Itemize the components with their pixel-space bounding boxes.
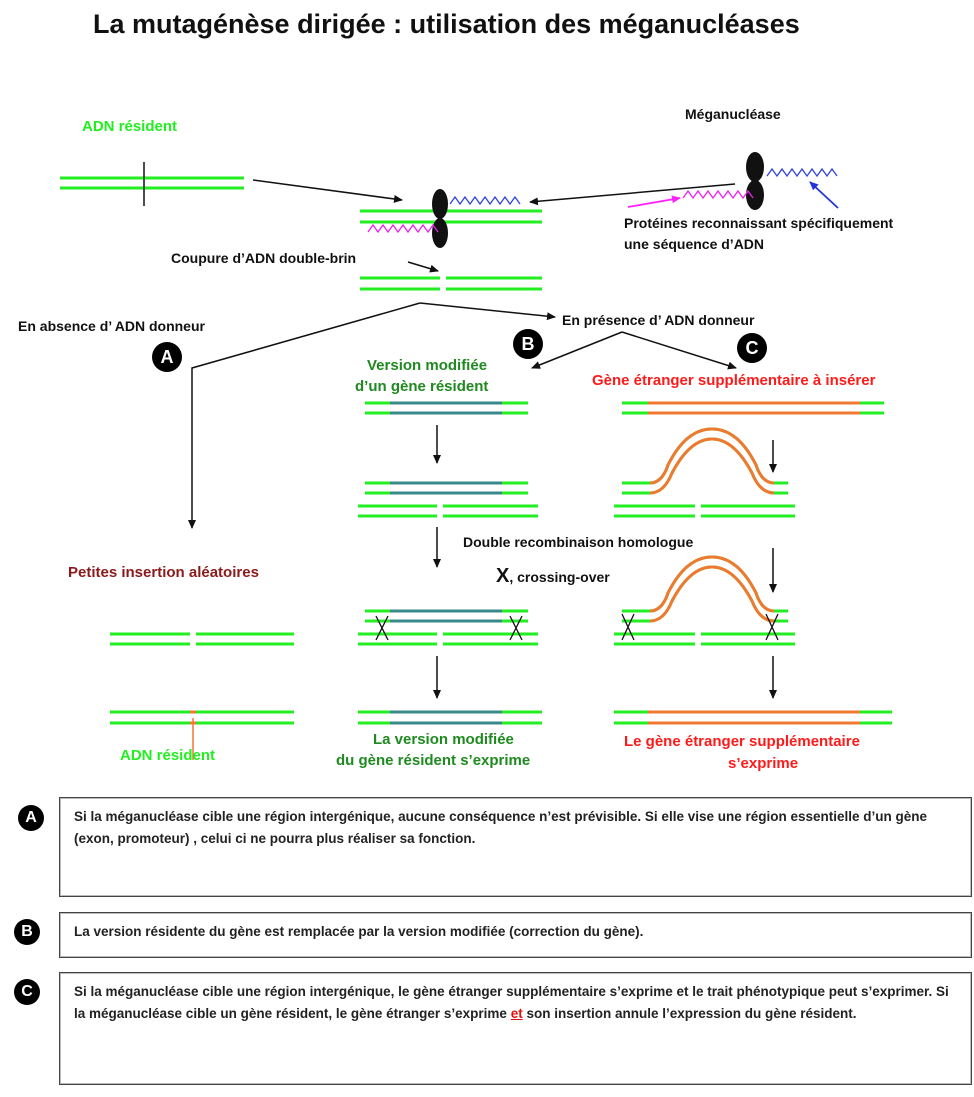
foreign-expressed-label: Le gène étranger supplémentaire: [624, 733, 860, 750]
box-a-badge: A: [18, 805, 44, 831]
explanation-box-a: Si la méganucléase cible une région inte…: [59, 797, 972, 897]
explanation-b-text: La version résidente du gène est remplac…: [74, 924, 644, 939]
arrow-to-cut: [407, 261, 439, 273]
explanation-box-c: Si la méganucléase cible une région inte…: [59, 972, 972, 1085]
explanation-a-text: Si la méganucléase cible une région inte…: [74, 809, 928, 846]
double-recombination-label: Double recombinaison homologue: [463, 534, 694, 550]
box-b-badge: B: [14, 919, 40, 945]
arrow-presence-branch: [419, 302, 556, 321]
arrow-absence-branch: [188, 302, 421, 529]
explanation-c-text-1: Si la méganucléase cible une région inte…: [74, 984, 949, 1021]
meganuclease-label: Méganucléase: [685, 106, 781, 122]
resident-dna-bottom-label: ADN résident: [120, 747, 216, 764]
box-c-badge: C: [14, 979, 40, 1005]
page-title: La mutagénèse dirigée : utilisation des …: [93, 9, 800, 39]
arrow-to-c: [621, 331, 737, 370]
proteins-label-2: une séquence d’ADN: [624, 236, 765, 252]
arrow-magenta-protein: [627, 195, 681, 208]
arrow-to-b: [531, 331, 623, 369]
crossing-x: X: [496, 565, 510, 587]
badge-c: C: [737, 333, 767, 363]
resident-dna-label: ADN résident: [82, 118, 178, 135]
foreign-expressed-label-2: s’exprime: [728, 755, 799, 772]
dna-meganuclease-complex: [360, 189, 542, 248]
column-a-random-insertion: [110, 632, 294, 760]
random-insertion-label: Petites insertion aléatoires: [68, 564, 259, 581]
cut-dna: [360, 276, 542, 291]
explanation-c-text-2: son insertion annule l’expression du gèn…: [522, 1005, 857, 1021]
arrow-resident-to-complex: [252, 179, 403, 203]
modified-version-label-2: d’un gène résident: [355, 378, 489, 395]
meganuclease-protein: [682, 152, 838, 210]
arrow-meganuclease-to-complex: [529, 183, 736, 206]
foreign-gene-label: Gène étranger supplémentaire à insérer: [592, 372, 876, 389]
cut-label: Coupure d’ADN double-brin: [171, 250, 357, 266]
arrow-blue-protein: [809, 181, 839, 209]
presence-donor-label: En présence d’ ADN donneur: [562, 312, 755, 328]
modified-version-label: Version modifiée: [367, 357, 488, 374]
proteins-label: Protéines reconnaissant spécifiquement: [624, 215, 894, 231]
explanation-c-et: et: [510, 1005, 523, 1021]
badge-b: B: [513, 329, 543, 359]
crossing-text: , crossing-over: [509, 569, 610, 585]
column-b-modified-version: [358, 401, 542, 725]
resident-dna-strand: [60, 162, 244, 206]
crossing-over-label: X, crossing-over: [496, 565, 610, 588]
badge-a: A: [152, 342, 182, 372]
modified-expressed-label: La version modifiée: [373, 731, 514, 748]
column-c-foreign-gene: [614, 401, 892, 725]
explanation-box-b: La version résidente du gène est remplac…: [59, 912, 972, 958]
absence-donor-label: En absence d’ ADN donneur: [18, 318, 205, 334]
modified-expressed-label-2: du gène résident s’exprime: [336, 752, 531, 769]
